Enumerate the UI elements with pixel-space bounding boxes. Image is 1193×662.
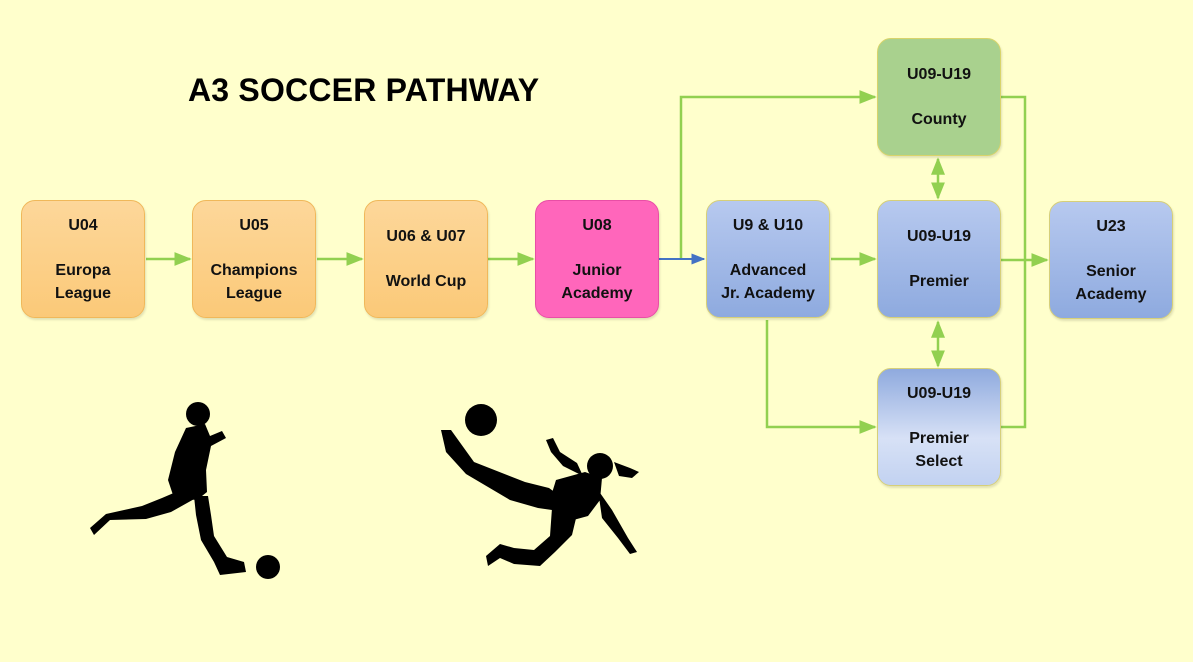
- node-advanced-jr-academy: U9 & U10 Advanced Jr. Academy: [706, 200, 830, 318]
- node-u08: U08 Junior Academy: [535, 200, 659, 318]
- node-premier-name: Premier: [909, 273, 969, 290]
- node-premier-age: U09-U19: [906, 228, 972, 245]
- node-u23-senior-academy: U23 Senior Academy: [1049, 201, 1173, 319]
- node-u08-name: Junior Academy: [561, 261, 633, 302]
- node-u04-name: Europa League: [54, 261, 111, 302]
- node-u05-name: Champions League: [210, 261, 298, 302]
- node-premier: U09-U19 Premier: [877, 200, 1001, 318]
- node-advanced-age: U9 & U10: [732, 216, 804, 234]
- node-select-age: U09-U19: [906, 384, 972, 402]
- node-u23-name: Senior Academy: [1075, 262, 1147, 303]
- node-u04: U04 Europa League: [21, 200, 145, 318]
- arrow-u08-county: [679, 90, 877, 259]
- node-select-name: Premier Select: [909, 429, 969, 470]
- node-u08-age: U08: [582, 216, 612, 234]
- page-title: A3 SOCCER PATHWAY: [188, 72, 540, 108]
- node-u04-age: U04: [68, 216, 98, 234]
- player-volley-silhouette: [441, 404, 639, 566]
- node-county-name: County: [911, 111, 967, 128]
- node-advanced-name: Advanced Jr. Academy: [721, 261, 815, 302]
- connector-county-right: [1001, 95, 1027, 429]
- node-county: U09-U19 County: [877, 38, 1001, 156]
- node-u05: U05 Champions League: [192, 200, 316, 318]
- arrow-advanced-select: [765, 320, 877, 434]
- node-county-age: U09-U19: [906, 66, 972, 83]
- node-u06-u07: U06 & U07 World Cup: [364, 200, 488, 318]
- node-u06-name: World Cup: [385, 273, 467, 290]
- node-u23-age: U23: [1096, 217, 1126, 235]
- node-u05-age: U05: [239, 216, 269, 234]
- player-kicking-silhouette: [90, 402, 280, 579]
- node-u06-age: U06 & U07: [386, 228, 466, 245]
- node-premier-select: U09-U19 Premier Select: [877, 368, 1001, 486]
